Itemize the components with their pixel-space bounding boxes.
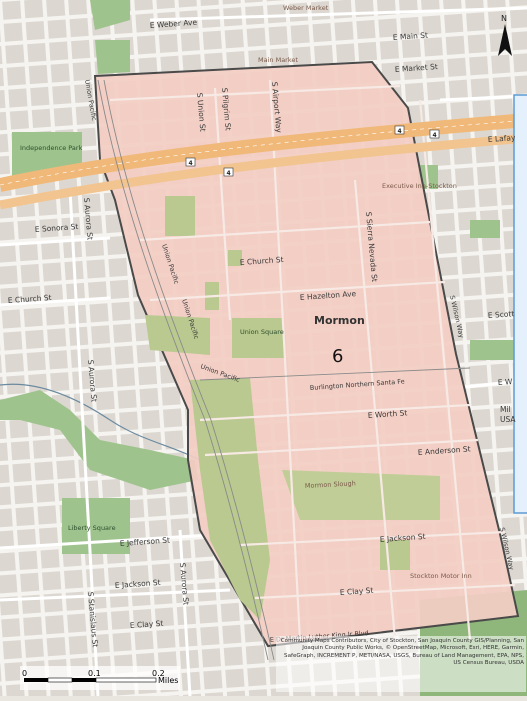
green-corridor bbox=[0, 390, 198, 490]
label-airport-way: S Airport Way bbox=[270, 81, 283, 133]
park-label-liberty-square: Liberty Square bbox=[68, 524, 116, 532]
green-east-2 bbox=[470, 220, 500, 238]
label-clay-east: E Clay St bbox=[340, 586, 374, 597]
shield-4: 4 bbox=[433, 132, 437, 139]
poi-weber-market: Weber Market bbox=[283, 4, 329, 12]
scale-tick-2: 0.2 bbox=[152, 669, 165, 678]
union-square-park bbox=[232, 318, 284, 358]
label-jackson-east: E Jackson St bbox=[380, 532, 426, 544]
label-hazelton: E Hazelton Ave bbox=[300, 289, 357, 302]
scale-tick-0: 0 bbox=[22, 669, 27, 678]
scale-bar: 0 0.1 0.2 Miles bbox=[20, 666, 180, 690]
mormon-slough-green bbox=[282, 470, 440, 520]
shield-2: 4 bbox=[227, 170, 231, 177]
label-usa: USA bbox=[500, 415, 516, 424]
scale-tick-1: 0.1 bbox=[88, 669, 101, 678]
label-pilgrim: S Pilgrim St bbox=[220, 87, 233, 131]
label-weber-ave: E Weber Ave bbox=[150, 18, 198, 30]
label-aurora-3: S Aurora St bbox=[178, 562, 191, 605]
label-sonora: E Sonora St bbox=[35, 222, 79, 234]
north-arrow-icon bbox=[498, 24, 512, 56]
label-scott: E Scott bbox=[488, 309, 515, 320]
north-arrow: N bbox=[498, 14, 512, 56]
label-aurora-1: S Aurora St bbox=[82, 197, 95, 240]
shield-1: 4 bbox=[189, 160, 193, 167]
label-main-st: E Main St bbox=[393, 31, 429, 42]
attribution: Community Maps Contributors, City of Sto… bbox=[280, 638, 524, 667]
poi-mormon-slough: Mormon Slough bbox=[305, 479, 356, 490]
label-church-west: E Church St bbox=[8, 293, 52, 305]
green-patch-3 bbox=[145, 315, 210, 355]
attribution-bg bbox=[276, 636, 526, 692]
rail-lines bbox=[97, 79, 471, 661]
highway-shields: 4 4 4 4 bbox=[185, 125, 440, 177]
park-label-independence: Independence Park bbox=[20, 144, 83, 152]
shield-3: 4 bbox=[398, 128, 402, 135]
label-jackson-west: E Jackson St bbox=[115, 578, 161, 590]
north-arrow-label: N bbox=[501, 14, 507, 23]
label-mil: Mil bbox=[500, 405, 511, 414]
poi-stockton-motor-inn: Stockton Motor Inn bbox=[410, 572, 472, 580]
label-clay-west: E Clay St bbox=[130, 619, 164, 630]
poi-main-market: Main Market bbox=[258, 56, 298, 64]
label-lafayette: E Lafay bbox=[488, 133, 517, 144]
scale-unit: Miles bbox=[158, 676, 178, 685]
label-church-east: E Church St bbox=[240, 255, 284, 267]
inset-panel bbox=[513, 94, 527, 514]
district-name-label: Mormon bbox=[314, 314, 365, 327]
label-jefferson: E Jefferson St bbox=[120, 536, 171, 548]
label-market-st: E Market St bbox=[395, 62, 439, 74]
label-worth: E Worth St bbox=[368, 408, 408, 420]
label-union-st-north: S Union St bbox=[195, 92, 207, 132]
waterway bbox=[0, 383, 201, 461]
green-patch-1 bbox=[165, 196, 195, 236]
freeway-4 bbox=[0, 113, 527, 210]
green-top bbox=[90, 0, 130, 30]
park-labels: Independence Park Union Square Liberty S… bbox=[20, 144, 284, 532]
green-patch-5 bbox=[228, 250, 242, 266]
label-aurora-2: S Aurora St bbox=[86, 359, 99, 402]
poi-executive-inn: Executive Inn-Stockton bbox=[382, 182, 457, 190]
park-label-union-square: Union Square bbox=[240, 328, 284, 336]
poi-labels: Weber Market Main Market Executive Inn-S… bbox=[258, 4, 472, 580]
green-top-2 bbox=[95, 40, 130, 74]
district-streets bbox=[109, 79, 516, 641]
green-patch-4 bbox=[380, 540, 410, 570]
district-number-label: 6 bbox=[332, 346, 343, 367]
green-east-3 bbox=[470, 340, 514, 360]
label-e-w: E W bbox=[498, 377, 514, 387]
major-streets bbox=[0, 6, 527, 697]
label-anderson: E Anderson St bbox=[418, 444, 471, 457]
